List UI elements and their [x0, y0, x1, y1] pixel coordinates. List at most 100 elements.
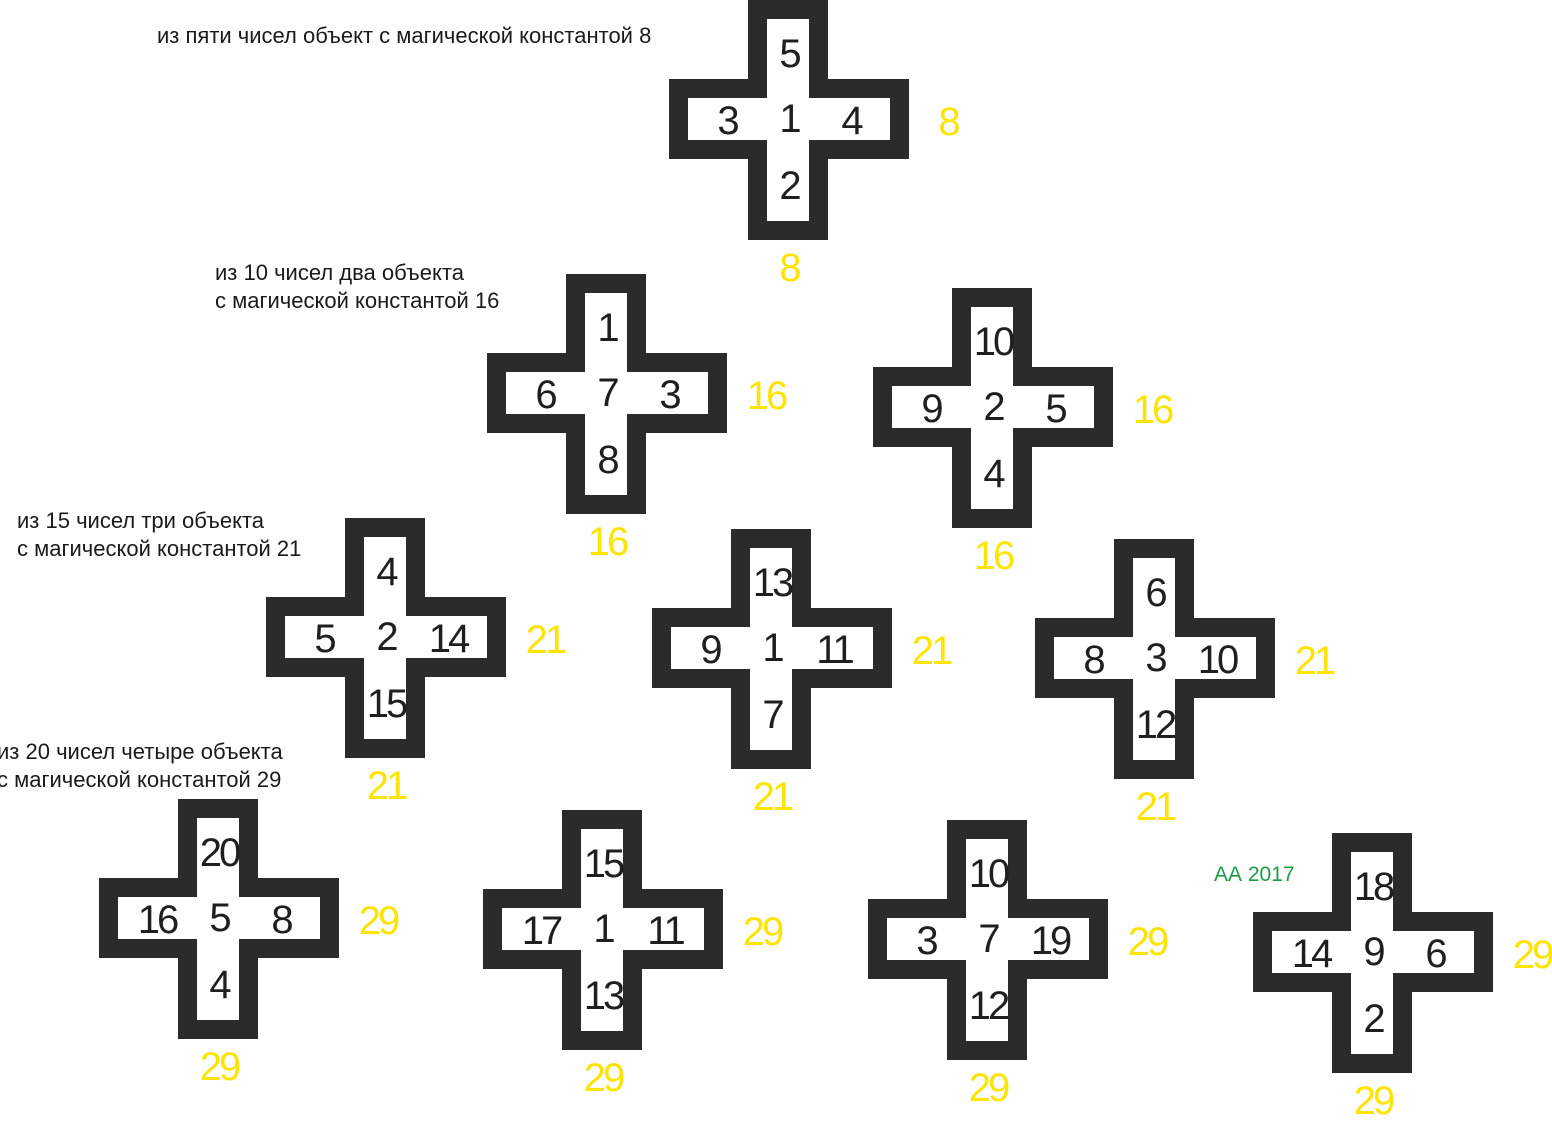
magic-constant-right: 16	[746, 374, 789, 418]
magic-constant-bottom: 21	[752, 775, 795, 819]
cross-number-center: 7	[978, 917, 1000, 961]
magic-constant-right: 29	[1127, 920, 1170, 964]
cross-number-left: 16	[137, 898, 180, 942]
magic-constant-right: 29	[1512, 933, 1552, 977]
cross-frame-bar-h-inner	[502, 908, 702, 950]
caption-group-1: из пяти чисел объект с магической конста…	[157, 22, 651, 50]
magic-constant-bottom: 16	[587, 520, 630, 564]
cross-frame-bar-h-inner	[285, 616, 485, 658]
cross-number-right: 5	[1045, 387, 1067, 431]
cross-number-left: 8	[1083, 638, 1105, 682]
caption-group-2: из 10 чисел два объекта с магической кон…	[215, 259, 499, 315]
magic-constant-bottom: 21	[366, 764, 409, 808]
cross-number-bottom: 7	[762, 693, 784, 737]
cross-number-center: 3	[1145, 636, 1167, 680]
magic-constant-bottom: 29	[583, 1056, 626, 1100]
cross-number-top: 15	[583, 842, 626, 886]
cross-number-bottom: 8	[597, 438, 619, 482]
magic-constant-right: 21	[1294, 639, 1337, 683]
cross-number-center: 9	[1363, 930, 1385, 974]
magic-constant-bottom: 8	[779, 246, 801, 290]
cross-number-bottom: 12	[968, 984, 1011, 1028]
caption-group-3: из 15 чисел три объекта с магической кон…	[17, 507, 301, 563]
magic-constant-right: 29	[742, 910, 785, 954]
cross-number-bottom: 12	[1135, 703, 1178, 747]
cross-number-center: 1	[762, 626, 784, 670]
cross-number-bottom: 4	[983, 452, 1005, 496]
caption-line: из 20 чисел четыре объекта	[0, 739, 283, 764]
magic-constant-bottom: 29	[199, 1045, 242, 1089]
author-signature: АА 2017	[1214, 863, 1295, 886]
cross-number-right: 8	[271, 898, 293, 942]
cross-number-center: 1	[779, 97, 801, 141]
cross-number-top: 5	[779, 32, 801, 76]
cross-number-right: 14	[428, 617, 471, 661]
cross-number-right: 6	[1425, 932, 1447, 976]
magic-constant-bottom: 29	[1353, 1079, 1396, 1123]
caption-line: из 10 чисел два объекта	[215, 260, 464, 285]
cross-number-top: 20	[199, 831, 242, 875]
magic-constant-bottom: 29	[968, 1066, 1011, 1110]
cross-number-center: 7	[597, 371, 619, 415]
cross-number-right: 11	[816, 628, 855, 672]
cross-number-top: 13	[752, 561, 795, 605]
cross-number-top: 10	[973, 320, 1016, 364]
magic-constant-right: 8	[938, 100, 960, 144]
caption-group-4: из 20 чисел четыре объекта с магической …	[0, 738, 283, 794]
cross-number-left: 9	[700, 628, 722, 672]
cross-number-right: 3	[659, 373, 681, 417]
cross-number-bottom: 4	[209, 963, 231, 1007]
caption-line: с магической константой 21	[17, 536, 302, 561]
cross-number-left: 3	[916, 919, 938, 963]
cross-number-bottom: 2	[1363, 997, 1385, 1041]
cross-frame-bar-h-inner	[671, 627, 871, 669]
cross-number-left: 17	[521, 909, 564, 953]
magic-constant-right: 29	[358, 899, 401, 943]
caption-line: с магической константой 29	[0, 767, 282, 792]
cross-number-center: 2	[376, 615, 398, 659]
cross-number-left: 6	[535, 373, 557, 417]
cross-number-top: 18	[1353, 865, 1396, 909]
magic-constant-right: 16	[1132, 388, 1175, 432]
cross-number-top: 6	[1145, 571, 1167, 615]
cross-number-top: 10	[968, 852, 1011, 896]
cross-frame-bar-h-inner	[1272, 931, 1472, 973]
cross-number-center: 1	[593, 907, 615, 951]
caption-line: из 15 чисел три объекта	[17, 508, 265, 533]
cross-frame-bar-h-inner	[1054, 637, 1254, 679]
cross-number-left: 9	[921, 387, 943, 431]
caption-line: с магической константой 16	[215, 288, 500, 313]
cross-number-center: 5	[209, 896, 231, 940]
magic-constant-bottom: 21	[1135, 785, 1178, 829]
cross-number-right: 11	[647, 909, 686, 953]
magic-constant-right: 21	[911, 629, 954, 673]
cross-number-center: 2	[983, 385, 1005, 429]
cross-number-top: 1	[597, 306, 619, 350]
cross-frame-bar-h-inner	[118, 897, 318, 939]
cross-number-bottom: 13	[583, 974, 626, 1018]
cross-number-left: 3	[717, 99, 739, 143]
cross-frame-bar-h-inner	[688, 98, 888, 140]
cross-frame-bar-h-inner	[506, 372, 706, 414]
cross-number-left: 5	[314, 617, 336, 661]
cross-number-bottom: 2	[779, 164, 801, 208]
cross-frame-bar-h-inner	[887, 918, 1087, 960]
cross-number-top: 4	[376, 550, 398, 594]
caption-line: из пяти чисел объект с магической конста…	[157, 23, 652, 48]
cross-number-left: 14	[1291, 932, 1334, 976]
cross-number-right: 19	[1030, 919, 1073, 963]
cross-number-bottom: 15	[366, 682, 409, 726]
cross-frame-bar-h-inner	[892, 386, 1092, 428]
magic-constant-right: 21	[525, 618, 568, 662]
magic-constant-bottom: 16	[973, 534, 1016, 578]
